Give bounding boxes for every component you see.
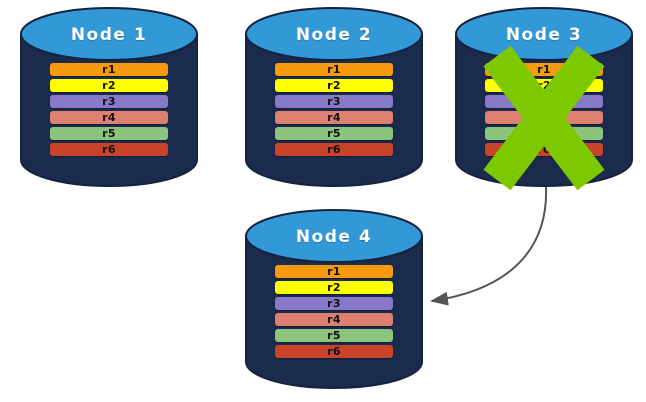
node-2-row-r1[interactable]: r1 — [275, 63, 393, 76]
row-label: r4 — [102, 111, 116, 124]
node-4-row-r2[interactable]: r2 — [275, 281, 393, 294]
node-3-row-r2[interactable]: r2 — [485, 79, 603, 92]
node-2-row-r2[interactable]: r2 — [275, 79, 393, 92]
node-1-row-r4[interactable]: r4 — [50, 111, 168, 124]
node-4-row-r5[interactable]: r5 — [275, 329, 393, 342]
row-label: r2 — [537, 79, 551, 92]
row-label: r3 — [537, 95, 551, 108]
node-1-rows: r1 r2 r3 r4 r5 r6 — [20, 63, 198, 156]
row-label: r5 — [327, 127, 341, 140]
row-label: r2 — [327, 281, 341, 294]
node-2-rows: r1 r2 r3 r4 r5 r6 — [245, 63, 423, 156]
node-1-row-r1[interactable]: r1 — [50, 63, 168, 76]
node-3-row-r3[interactable]: r3 — [485, 95, 603, 108]
node-2-row-r6[interactable]: r6 — [275, 143, 393, 156]
cylinder-top-ellipse — [245, 209, 423, 263]
node-1-row-r5[interactable]: r5 — [50, 127, 168, 140]
row-label: r1 — [102, 63, 116, 76]
row-label: r1 — [537, 63, 551, 76]
node-4-row-r4[interactable]: r4 — [275, 313, 393, 326]
row-label: r6 — [537, 143, 551, 156]
row-label: r4 — [327, 111, 341, 124]
cylinder-top-ellipse — [245, 7, 423, 61]
row-label: r5 — [102, 127, 116, 140]
node-1-row-r6[interactable]: r6 — [50, 143, 168, 156]
node-2-row-r5[interactable]: r5 — [275, 127, 393, 140]
node-2-row-r4[interactable]: r4 — [275, 111, 393, 124]
node-3-rows: r1 r2 r3 r4 r5 r6 — [455, 63, 633, 156]
row-label: r6 — [327, 345, 341, 358]
row-label: r2 — [102, 79, 116, 92]
row-label: r1 — [327, 63, 341, 76]
row-label: r3 — [102, 95, 116, 108]
node-2-row-r3[interactable]: r3 — [275, 95, 393, 108]
row-label: r3 — [327, 297, 341, 310]
row-label: r2 — [327, 79, 341, 92]
row-label: r5 — [327, 329, 341, 342]
node-4-row-r3[interactable]: r3 — [275, 297, 393, 310]
row-label: r4 — [537, 111, 551, 124]
row-label: r6 — [102, 143, 116, 156]
node-1-row-r2[interactable]: r2 — [50, 79, 168, 92]
node-3-row-r4[interactable]: r4 — [485, 111, 603, 124]
node-3-row-r6[interactable]: r6 — [485, 143, 603, 156]
node-1-row-r3[interactable]: r3 — [50, 95, 168, 108]
node-4-row-r6[interactable]: r6 — [275, 345, 393, 358]
node-4-rows: r1 r2 r3 r4 r5 r6 — [245, 265, 423, 358]
cylinder-top-ellipse — [20, 7, 198, 61]
node-3-row-r1[interactable]: r1 — [485, 63, 603, 76]
cylinder-top-ellipse — [455, 7, 633, 61]
row-label: r3 — [327, 95, 341, 108]
node-4-row-r1[interactable]: r1 — [275, 265, 393, 278]
row-label: r5 — [537, 127, 551, 140]
node-3-row-r5[interactable]: r5 — [485, 127, 603, 140]
row-label: r6 — [327, 143, 341, 156]
row-label: r4 — [327, 313, 341, 326]
row-label: r1 — [327, 265, 341, 278]
